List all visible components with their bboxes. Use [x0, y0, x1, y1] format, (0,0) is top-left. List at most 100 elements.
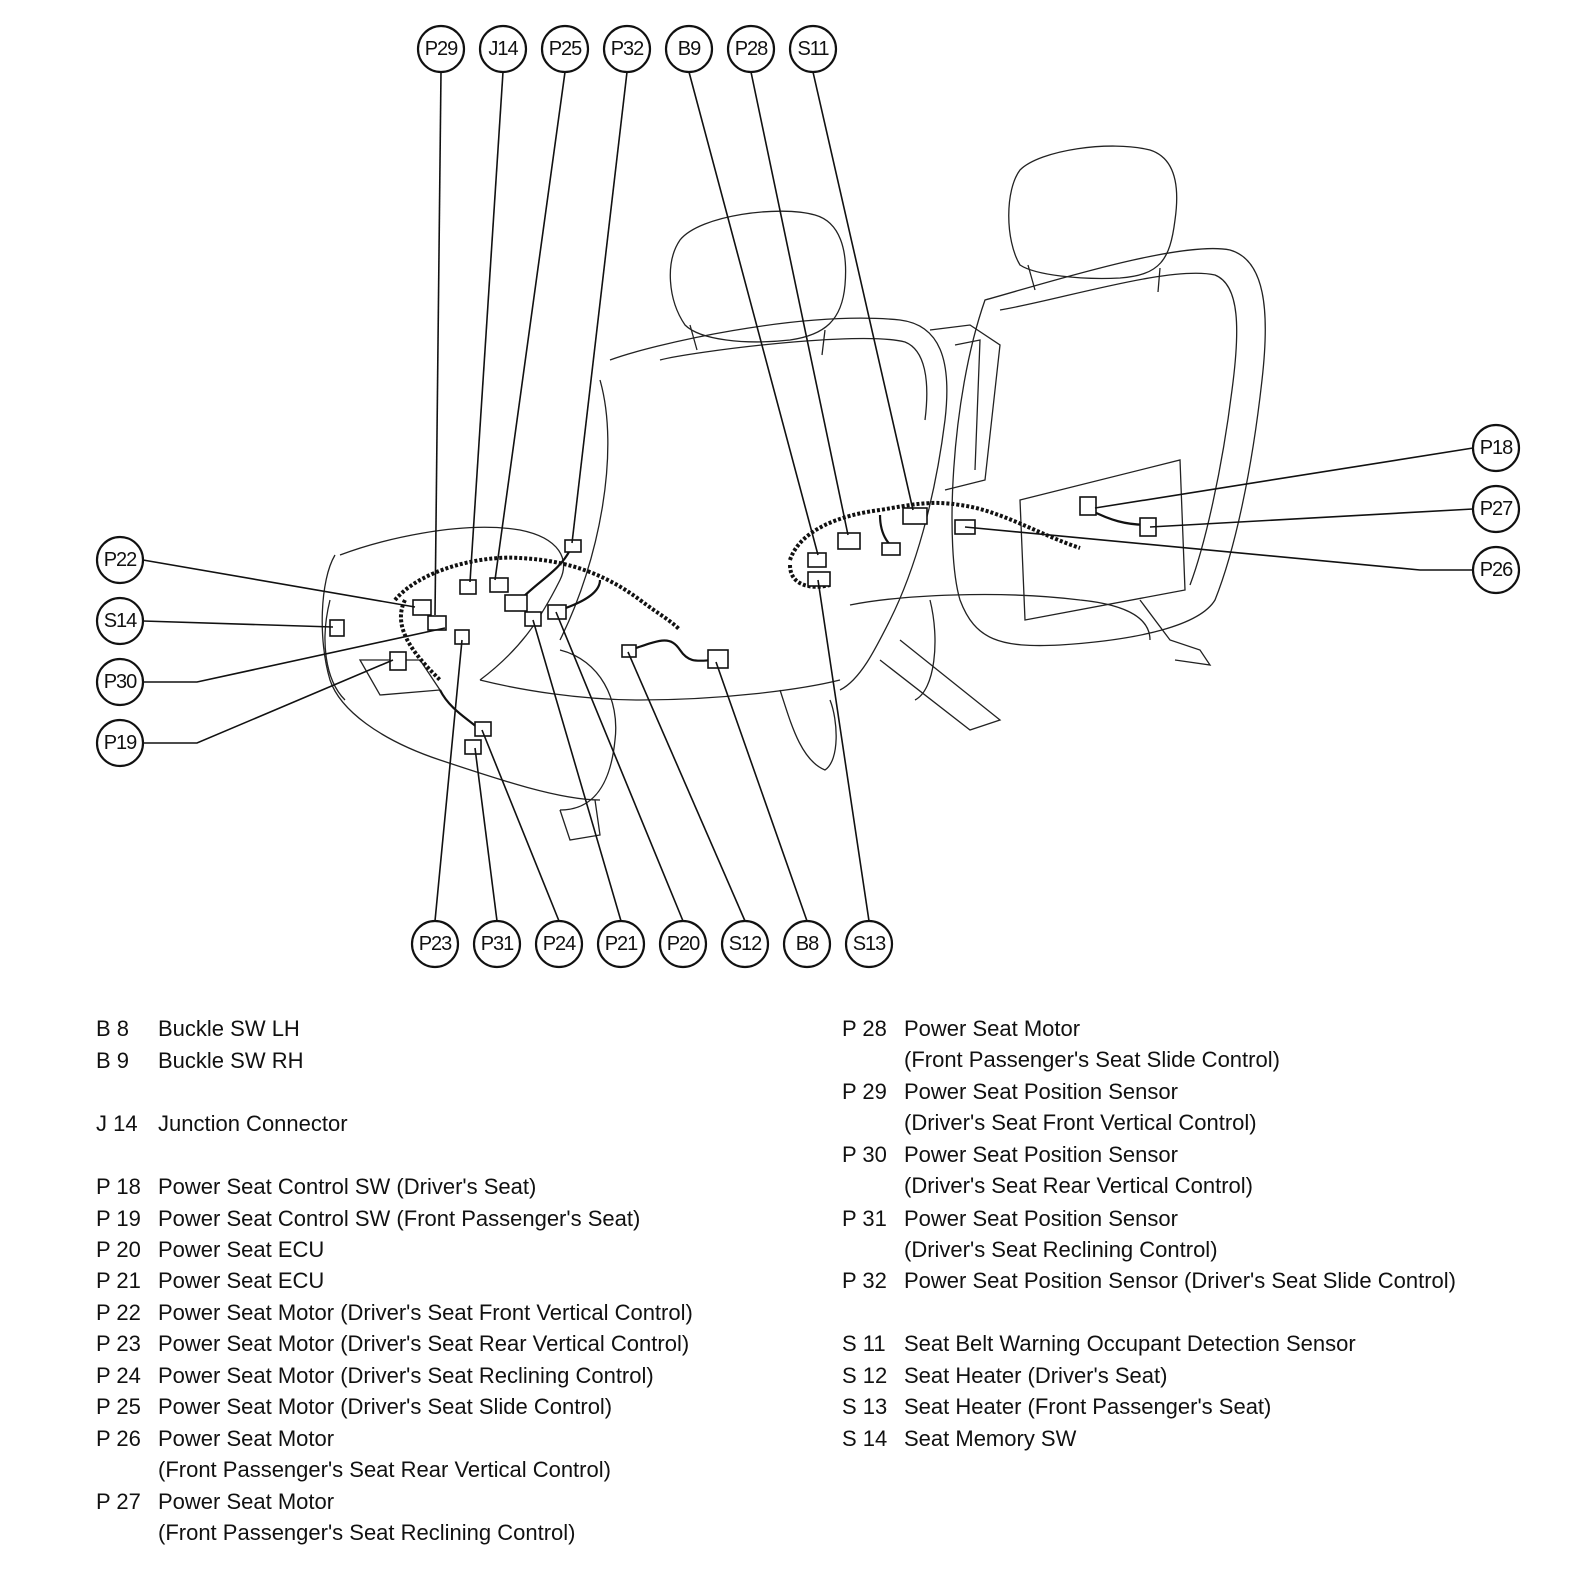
legend-code: P 27 [96, 1489, 141, 1514]
legend-description: Power Seat Motor (Driver's Seat Reclinin… [158, 1363, 654, 1388]
seat-wiring-diagram: P29 J14 P25 P32 B9 P28 S11 P23 P31 P24 P… [95, 24, 1521, 969]
leader-lines [142, 71, 1474, 922]
legend-code: P 18 [96, 1174, 141, 1199]
svg-text:P29: P29 [425, 38, 458, 60]
legend-description-line2: (Driver's Seat Rear Vertical Control) [904, 1173, 1253, 1198]
svg-text:P27: P27 [1480, 498, 1513, 520]
legend-description: Power Seat Motor [904, 1016, 1081, 1041]
svg-text:P31: P31 [481, 933, 514, 955]
svg-text:S12: S12 [729, 933, 762, 955]
legend-code: P 30 [842, 1142, 887, 1167]
legend-code: J 14 [96, 1111, 138, 1136]
callouts-right: P18 P27 P26 [1471, 423, 1521, 595]
legend-code: P 28 [842, 1016, 887, 1041]
callout-j14: J14 [478, 24, 528, 74]
legend-code: P 24 [96, 1363, 141, 1388]
legend-description: Power Seat Control SW (Front Passenger's… [158, 1206, 641, 1231]
callout-p27: P27 [1471, 484, 1521, 534]
legend-description: Buckle SW RH [158, 1048, 304, 1073]
callout-p23: P23 [410, 919, 460, 969]
legend-description: Seat Heater (Driver's Seat) [904, 1363, 1168, 1388]
callout-p24: P24 [534, 919, 584, 969]
svg-text:J14: J14 [488, 38, 518, 60]
legend-code: S 13 [842, 1394, 888, 1419]
legend-description: Power Seat Control SW (Driver's Seat) [158, 1174, 537, 1199]
legend-description: Power Seat Position Sensor [904, 1142, 1178, 1167]
svg-text:S11: S11 [797, 38, 829, 60]
callout-p32: P32 [602, 24, 652, 74]
seat-outline-drawing [321, 145, 1266, 841]
legend-code: P 32 [842, 1268, 887, 1293]
legend-description: Power Seat Motor (Driver's Seat Front Ve… [158, 1300, 693, 1325]
legend-description: Power Seat Position Sensor [904, 1079, 1178, 1104]
callouts-left: P22 S14 P30 P19 [95, 535, 145, 768]
legend-description: Seat Memory SW [904, 1426, 1077, 1451]
legend-code: B 8 [96, 1016, 130, 1041]
legend-description-line2: (Front Passenger's Seat Rear Vertical Co… [158, 1457, 611, 1482]
callout-s14: S14 [95, 596, 145, 646]
svg-text:B9: B9 [678, 38, 701, 60]
legend-description: Power Seat Motor [158, 1426, 335, 1451]
legend-description: Power Seat Motor (Driver's Seat Rear Ver… [158, 1331, 690, 1356]
connector-blocks [329, 496, 1157, 755]
callout-p30: P30 [95, 657, 145, 707]
svg-text:P22: P22 [104, 549, 137, 571]
legend-code: P 26 [96, 1426, 141, 1451]
callouts-bottom: P23 P31 P24 P21 P20 S12 B8 S13 [410, 919, 894, 969]
svg-text:P18: P18 [1480, 437, 1513, 459]
callout-p29: P29 [416, 24, 466, 74]
callouts-top: P29 J14 P25 P32 B9 P28 S11 [416, 24, 838, 74]
legend-description: Seat Heater (Front Passenger's Seat) [904, 1394, 1272, 1419]
legend-code: P 19 [96, 1206, 141, 1231]
legend-description: Power Seat Position Sensor [904, 1206, 1178, 1231]
legend-description-line2: (Front Passenger's Seat Slide Control) [904, 1047, 1280, 1072]
callout-b9: B9 [664, 24, 714, 74]
callout-p22: P22 [95, 535, 145, 585]
legend-code: S 14 [842, 1426, 888, 1451]
callout-p20: P20 [658, 919, 708, 969]
wire-harness [393, 500, 1151, 731]
svg-text:P28: P28 [735, 38, 768, 60]
callout-p31: P31 [472, 919, 522, 969]
svg-text:P21: P21 [605, 933, 638, 955]
legend-description: Power Seat ECU [158, 1268, 325, 1293]
legend-code: P 25 [96, 1394, 141, 1419]
legend-code: P 22 [96, 1300, 141, 1325]
svg-text:P30: P30 [104, 671, 137, 693]
legend-code: B 9 [96, 1048, 130, 1073]
legend-code: S 12 [842, 1363, 888, 1388]
svg-text:S13: S13 [853, 933, 886, 955]
callout-s12: S12 [720, 919, 770, 969]
legend-description: Junction Connector [158, 1111, 348, 1136]
svg-text:P19: P19 [104, 732, 137, 754]
legend-description: Power Seat ECU [158, 1237, 325, 1262]
legend-description-line2: (Driver's Seat Front Vertical Control) [904, 1110, 1257, 1135]
legend-code: S 11 [842, 1331, 886, 1356]
legend-description: Power Seat Motor [158, 1489, 335, 1514]
callout-s13: S13 [844, 919, 894, 969]
legend-description: Power Seat Motor (Driver's Seat Slide Co… [158, 1394, 613, 1419]
legend-code: P 20 [96, 1237, 141, 1262]
legend-description-line2: (Front Passenger's Seat Reclining Contro… [158, 1520, 576, 1545]
svg-text:P24: P24 [543, 933, 576, 955]
legend-description: Buckle SW LH [158, 1016, 300, 1041]
svg-text:P32: P32 [611, 38, 644, 60]
svg-text:P23: P23 [419, 933, 452, 955]
svg-text:P25: P25 [549, 38, 582, 60]
legend-code: P 29 [842, 1079, 887, 1104]
legend-description: Power Seat Position Sensor (Driver's Sea… [904, 1268, 1456, 1293]
callout-p28: P28 [726, 24, 776, 74]
legend-code: P 21 [96, 1268, 141, 1293]
callout-p19: P19 [95, 718, 145, 768]
callout-p25: P25 [540, 24, 590, 74]
callout-p26: P26 [1471, 545, 1521, 595]
callout-p21: P21 [596, 919, 646, 969]
legend-description-line2: (Driver's Seat Reclining Control) [904, 1237, 1218, 1262]
svg-text:P20: P20 [667, 933, 700, 955]
legend-description: Seat Belt Warning Occupant Detection Sen… [904, 1331, 1356, 1356]
svg-text:B8: B8 [796, 933, 819, 955]
svg-text:S14: S14 [104, 610, 137, 632]
callout-b8: B8 [782, 919, 832, 969]
callout-s11: S11 [788, 24, 838, 74]
svg-text:P26: P26 [1480, 559, 1513, 581]
